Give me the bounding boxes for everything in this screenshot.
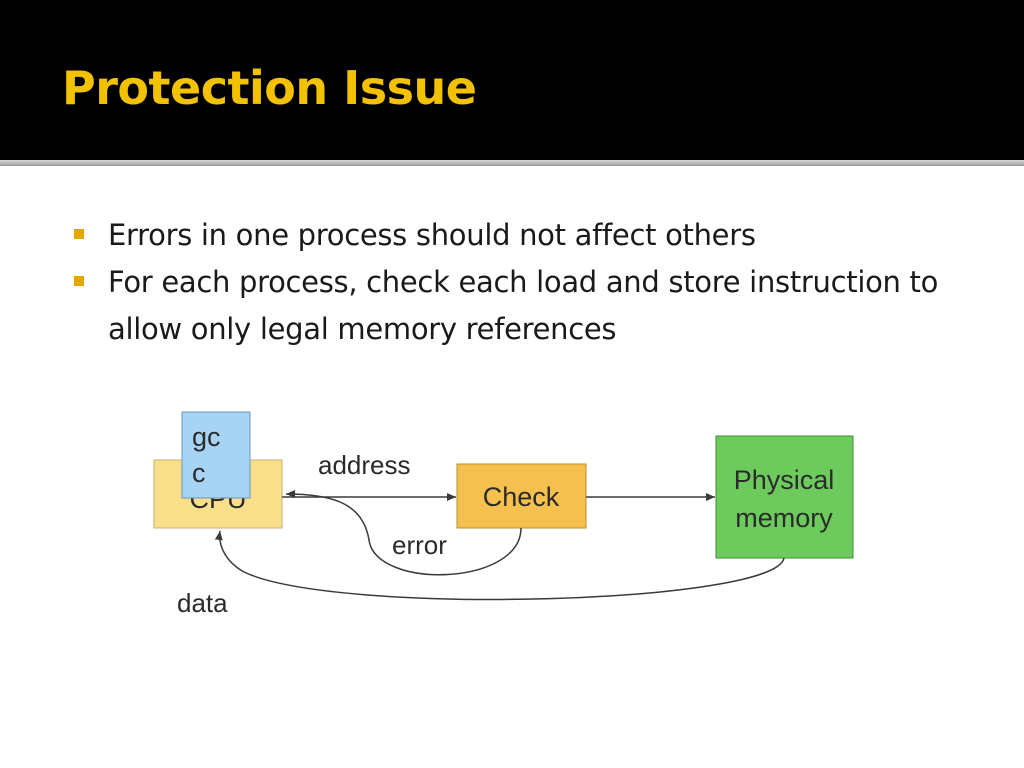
bullet-item: For each process, check each load and st… [74,259,954,353]
address-label: address [318,450,411,480]
error-arrow [285,490,522,576]
bullet-text: Errors in one process should not affect … [108,218,756,252]
title-divider [0,160,1024,166]
bullet-text: For each process, check each load and st… [108,265,939,346]
gcc-node: gc c [181,411,251,499]
gcc-label-line2: c [192,458,206,488]
bullet-square-icon [74,276,84,286]
title-bar: Protection Issue [0,0,1024,160]
memory-label-line2: memory [735,503,833,533]
bullet-item: Errors in one process should not affect … [74,212,954,259]
gcc-label-line1: gc [192,422,221,452]
physical-memory-node: Physical memory [715,435,854,559]
data-arrow [214,530,785,601]
memory-label-line1: Physical [734,465,835,495]
error-label: error [392,530,447,560]
data-label: data [177,588,228,618]
slide-title: Protection Issue [62,61,477,115]
bullet-list: Errors in one process should not affect … [74,212,954,353]
protection-diagram: CPU gc c Check Physical memory address e… [140,400,880,640]
bullet-square-icon [74,229,84,239]
check-label: Check [483,482,560,512]
check-node: Check [456,463,587,529]
diagram-canvas: CPU gc c Check Physical memory address e… [153,411,854,618]
